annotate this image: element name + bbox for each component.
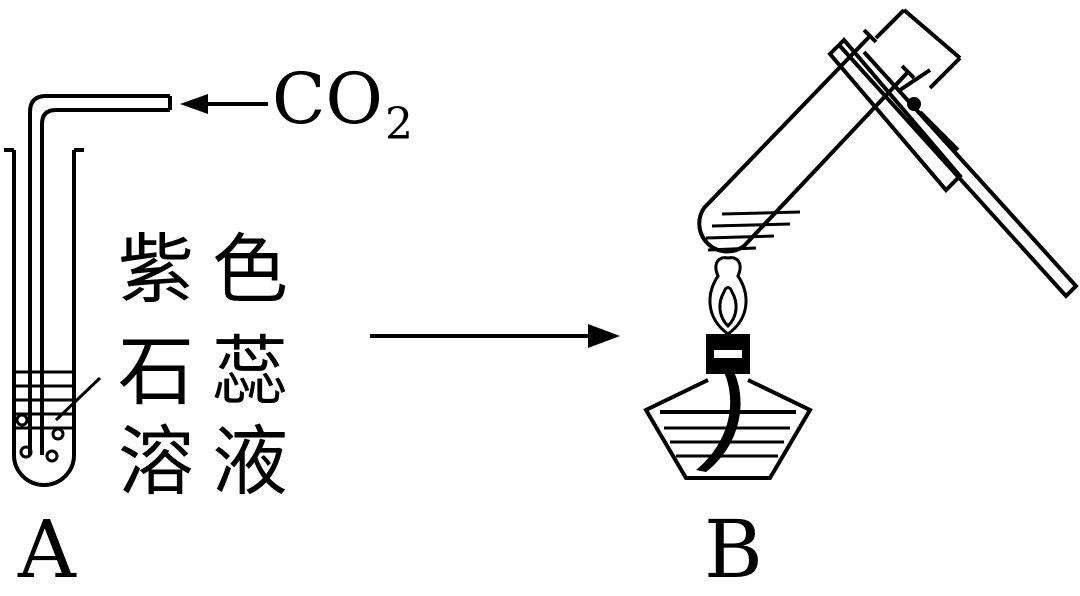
solution-label-char-5: 溶 xyxy=(118,417,194,506)
liquid-b xyxy=(705,210,801,252)
wick xyxy=(696,372,741,472)
solution-label-char-3: 石 xyxy=(118,327,194,416)
co2-label-main: CO xyxy=(272,58,383,140)
test-tube-holder xyxy=(827,37,1079,299)
heated-test-tube-b xyxy=(697,8,962,254)
solution-label-char-1: 紫 xyxy=(118,225,194,314)
alcohol-lamp xyxy=(643,334,813,480)
gas-inlet-arrow xyxy=(180,94,268,114)
co2-label: CO2 xyxy=(272,64,413,147)
label-leader-line xyxy=(54,376,102,422)
flame xyxy=(708,256,748,336)
co2-label-subscript: 2 xyxy=(384,99,413,150)
solution-label-char-4: 蕊 xyxy=(212,327,288,416)
panel-label-b: B xyxy=(704,503,763,596)
delivery-tube xyxy=(28,94,172,455)
solution-label-char-6: 液 xyxy=(212,417,288,506)
process-arrow xyxy=(370,324,620,348)
test-tube-a xyxy=(4,148,84,487)
panel-label-a: A xyxy=(18,503,76,596)
solution-label-char-2: 色 xyxy=(212,225,288,314)
